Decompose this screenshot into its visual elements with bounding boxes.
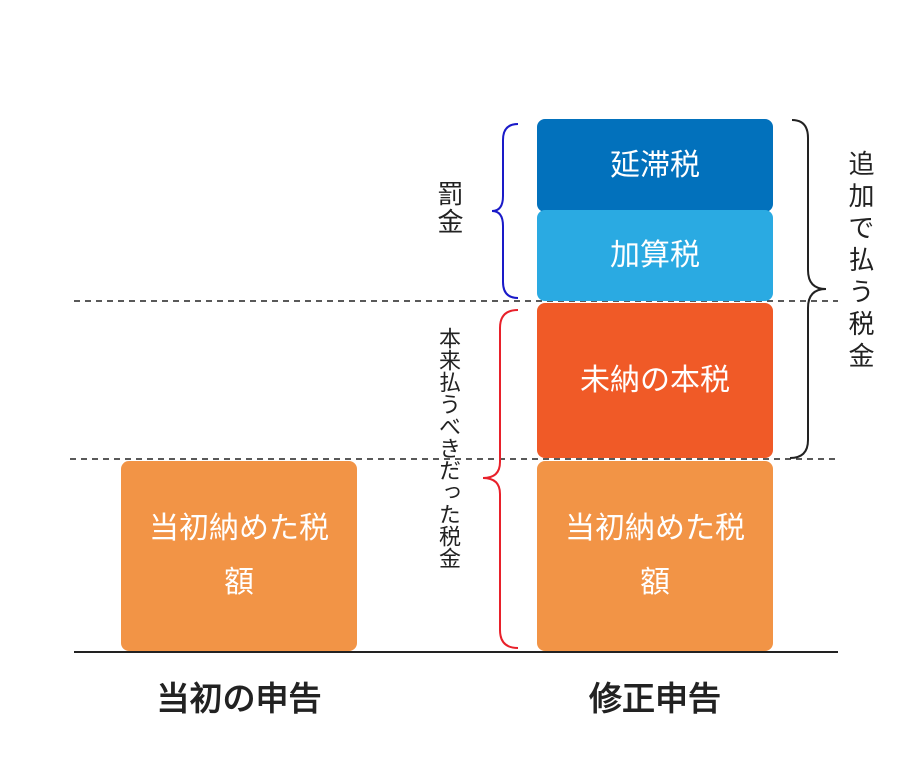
delinquency-tax-block: 延滞税	[537, 119, 773, 212]
should-have-paid-label: 本来払うべきだった税金	[435, 327, 460, 569]
additional-tax-label: 加算税	[610, 237, 700, 273]
initially-paid-block-left: 当初納めた税額	[121, 461, 357, 651]
initially-paid-block-right: 当初納めた税額	[537, 461, 773, 651]
initially-paid-label-right: 当初納めた税額	[565, 511, 745, 600]
should-pay-brace	[482, 309, 519, 649]
unpaid-principal-tax-block: 未納の本税	[537, 303, 773, 458]
initially-paid-label-left: 当初納めた税額	[149, 511, 329, 600]
unpaid-principal-tax-label: 未納の本税	[580, 362, 730, 398]
amended-filing-label: 修正申告	[589, 679, 721, 718]
penalty-brace	[491, 123, 519, 299]
penalty-label: 罰金	[433, 180, 463, 236]
original-filing-label: 当初の申告	[156, 679, 322, 718]
additional-brace	[789, 119, 827, 459]
additional-tax-block: 加算税	[537, 210, 773, 301]
delinquency-tax-label: 延滞税	[610, 147, 700, 183]
additional-payment-label: 追加で払う税金	[844, 150, 874, 374]
